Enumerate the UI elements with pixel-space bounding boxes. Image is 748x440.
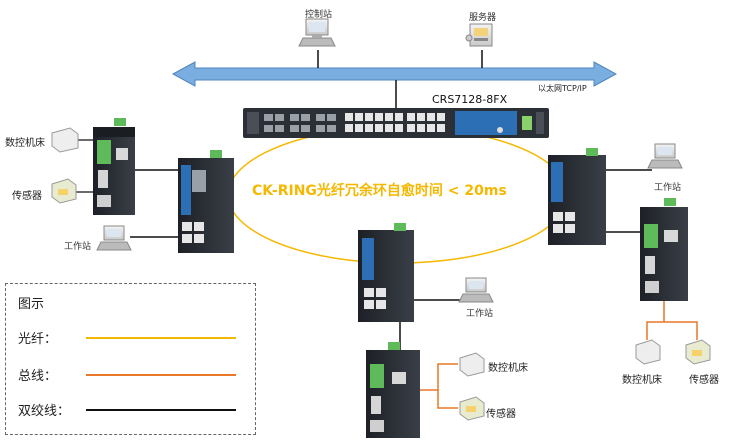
right-sensor-label: 传感器	[689, 375, 719, 386]
right-bus-cnc	[646, 301, 665, 340]
bottom-io-device	[366, 342, 420, 438]
bottom-workstation-label: 工作站	[466, 309, 494, 319]
ethernet-label: 以太网TCP/IP	[538, 84, 587, 93]
right-workstation-icon	[647, 143, 683, 169]
server-icon	[465, 23, 493, 47]
legend-box: 图示 光纤： 总线： 双绞线：	[5, 283, 256, 435]
legend-title: 图示	[18, 297, 45, 312]
bottom-cnc-label: 数控机床	[488, 363, 528, 374]
legend-fiber-line	[86, 337, 236, 339]
control-station-label: 控制站	[305, 10, 333, 20]
bottom-bus-cnc	[420, 363, 458, 391]
switch-model-label: CRS7128-8FX	[432, 93, 508, 106]
bottom-sensor-icon	[459, 396, 485, 421]
bottom-sensor-label: 传感器	[486, 409, 516, 420]
right-cnc-icon	[635, 339, 661, 365]
left-io-device	[93, 118, 135, 215]
right-bus-sensor	[664, 321, 698, 340]
legend-fiber-label: 光纤：	[18, 332, 58, 347]
server-label: 服务器	[469, 13, 497, 23]
left-cnc-icon	[51, 127, 79, 153]
right-cnc-label: 数控机床	[622, 375, 662, 386]
right-ring-switch	[548, 148, 606, 245]
left-workstation-icon	[96, 225, 132, 251]
core-switch	[243, 108, 549, 138]
right-io-device	[640, 198, 688, 301]
bottom-workstation-icon	[458, 277, 494, 303]
legend-bus-line	[86, 374, 236, 376]
legend-bus-label: 总线：	[18, 369, 58, 384]
left-sensor-label: 传感器	[12, 191, 42, 202]
left-cnc-label: 数控机床	[5, 138, 45, 149]
left-sensor-icon	[51, 178, 77, 204]
bottom-cnc-icon	[459, 352, 485, 377]
control-station-icon	[298, 18, 336, 47]
right-workstation-label: 工作站	[654, 183, 682, 193]
left-workstation-label: 工作站	[64, 242, 92, 252]
legend-twisted-pair-label: 双绞线：	[18, 404, 71, 419]
right-sensor-icon	[685, 339, 711, 365]
legend-twisted-pair-line	[86, 409, 236, 411]
bottom-ring-switch	[358, 223, 414, 322]
left-ring-switch	[178, 150, 234, 253]
ring-title: CK-RING光纤冗余环自愈时间 < 20ms	[252, 183, 507, 199]
ethernet-backbone-arrow	[171, 61, 618, 87]
bottom-bus-sensor	[437, 390, 458, 409]
